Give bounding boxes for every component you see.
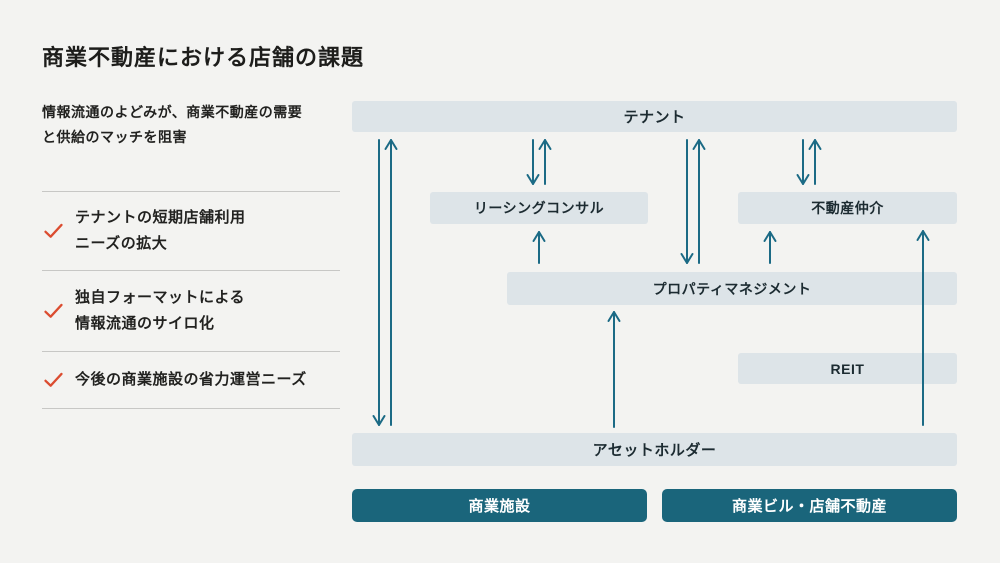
checklist-item: テナントの短期店舗利用 ニーズの拡大 <box>42 191 340 270</box>
arrowhead-up <box>692 139 706 150</box>
node-commercial-facility: 商業施設 <box>352 489 647 522</box>
node-reit: REIT <box>738 353 957 384</box>
arrowhead-up <box>532 231 546 242</box>
arrowhead-down <box>372 415 386 426</box>
node-commercial-building: 商業ビル・店舗不動産 <box>662 489 957 522</box>
arrowhead-up <box>607 311 621 322</box>
lead-text: 情報流通のよどみが、商業不動産の需要 と供給のマッチを阻害 <box>42 104 303 145</box>
arrowhead-up <box>916 230 930 241</box>
checklist-item: 今後の商業施設の省力運営ニーズ <box>42 351 340 409</box>
arrowhead-up <box>384 139 398 150</box>
check-icon <box>44 223 63 238</box>
checklist-item: 独自フォーマットによる 情報流通のサイロ化 <box>42 270 340 351</box>
checklist-item-label: 独自フォーマットによる 情報流通のサイロ化 <box>75 289 246 332</box>
checklist: テナントの短期店舗利用 ニーズの拡大 独自フォーマットによる 情報流通のサイロ化… <box>42 191 340 409</box>
checklist-item-label: 今後の商業施設の省力運営ニーズ <box>75 371 307 388</box>
check-icon <box>44 303 63 318</box>
check-icon <box>44 372 63 387</box>
arrowhead-up <box>538 139 552 150</box>
node-real-estate-broker: 不動産仲介 <box>738 192 957 224</box>
arrowhead-down <box>526 174 540 185</box>
left-panel: 商業不動産における店舗の課題 情報流通のよどみが、商業不動産の需要 と供給のマッ… <box>42 0 363 563</box>
arrowhead-down <box>680 253 694 264</box>
arrowhead-up <box>763 231 777 242</box>
checklist-item-label: テナントの短期店舗利用 ニーズの拡大 <box>75 209 246 252</box>
arrowhead-down <box>796 174 810 185</box>
node-asset-holder: アセットホルダー <box>352 433 957 466</box>
node-tenant: テナント <box>352 101 957 132</box>
node-property-management: プロパティマネジメント <box>507 272 957 305</box>
page-title: 商業不動産における店舗の課題 <box>42 45 365 70</box>
node-leasing-consult: リーシングコンサル <box>430 192 648 224</box>
arrowhead-up <box>808 139 822 150</box>
